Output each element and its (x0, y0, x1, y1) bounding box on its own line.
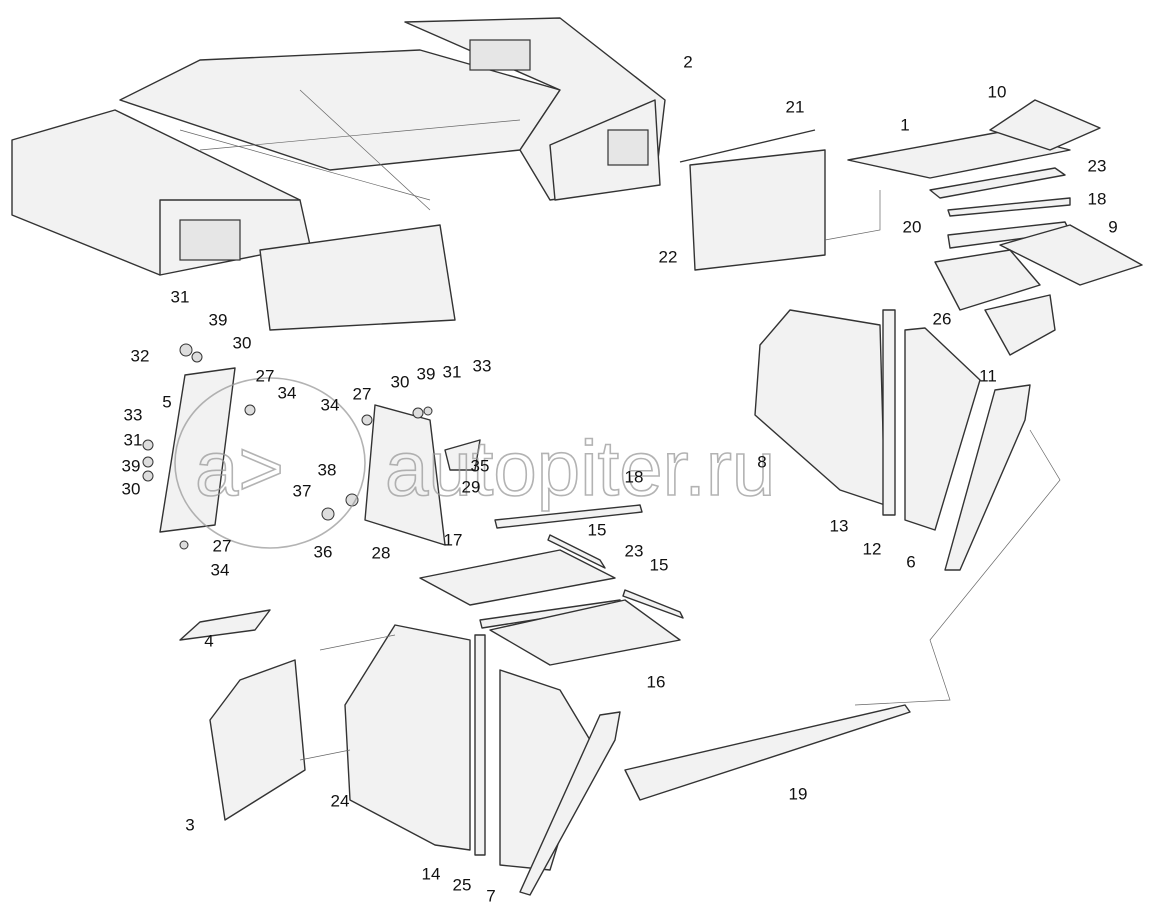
callout: 27 (213, 536, 232, 555)
callout: 8 (757, 452, 766, 471)
callout: 30 (233, 333, 252, 352)
callout: 38 (318, 460, 337, 479)
callout: 30 (391, 372, 410, 391)
part-10 (989, 99, 1101, 151)
callout: 15 (588, 520, 607, 539)
watermark: a> autopiter.ru (174, 377, 776, 549)
part-9 (999, 224, 1143, 286)
callout: 7 (486, 886, 495, 905)
part-14 (474, 634, 486, 856)
callout: 39 (209, 310, 228, 329)
callout: 29 (462, 477, 481, 496)
callout: 6 (906, 552, 915, 571)
watermark-logo: a> (195, 424, 284, 512)
part-24 (344, 624, 471, 851)
callout: 31 (443, 362, 462, 381)
callout: 30 (122, 479, 141, 498)
part-16 (489, 599, 681, 666)
callout: 39 (122, 456, 141, 475)
callout: 36 (314, 542, 333, 561)
part-4 (179, 609, 271, 641)
callout: 27 (353, 384, 372, 403)
callout: 26 (933, 309, 952, 328)
watermark-text: autopiter.ru (385, 424, 775, 512)
callout: 39 (417, 364, 436, 383)
part-3 (209, 659, 306, 821)
callout: 33 (473, 356, 492, 375)
callout: 31 (124, 430, 143, 449)
callout: 13 (830, 516, 849, 535)
callout: 5 (162, 392, 171, 411)
callout: 14 (422, 864, 441, 883)
callout: 21 (786, 97, 805, 116)
part-28 (364, 404, 446, 546)
callout: 10 (988, 82, 1007, 101)
callout: 31 (171, 287, 190, 306)
callout: 20 (903, 217, 922, 236)
callout: 34 (278, 383, 297, 402)
part-19 (624, 704, 911, 801)
callout: 19 (789, 784, 808, 803)
callout: 37 (293, 481, 312, 500)
callout-labels: 2 21 10 1 23 18 20 9 22 26 11 31 39 32 3… (122, 52, 1118, 905)
part-17 (419, 549, 616, 606)
callout: 27 (256, 366, 275, 385)
callout: 17 (444, 530, 463, 549)
callout: 33 (124, 405, 143, 424)
callout: 16 (647, 672, 666, 691)
callout: 32 (131, 346, 150, 365)
callout: 28 (372, 543, 391, 562)
part-7 (519, 711, 621, 896)
callout: 18 (625, 467, 644, 486)
callout: 4 (204, 631, 213, 650)
callout: 23 (625, 541, 644, 560)
part-11 (984, 294, 1056, 356)
part-18-lower (494, 504, 643, 529)
callout: 34 (321, 395, 340, 414)
frame-assembly (11, 17, 666, 331)
callout: 3 (185, 815, 194, 834)
part-13 (882, 309, 896, 516)
callout: 12 (863, 539, 882, 558)
part-6 (944, 384, 1031, 571)
part-22 (689, 149, 826, 271)
callout: 15 (650, 555, 669, 574)
callout: 34 (211, 560, 230, 579)
callout: 9 (1108, 217, 1117, 236)
callout: 1 (900, 115, 909, 134)
part-26 (934, 249, 1041, 311)
callout: 22 (659, 247, 678, 266)
callout: 24 (331, 791, 350, 810)
part-1 (847, 131, 1071, 179)
callout: 11 (979, 366, 997, 385)
callout: 23 (1088, 156, 1107, 175)
part-15 (547, 534, 606, 569)
part-5 (159, 367, 236, 533)
callout: 18 (1088, 189, 1107, 208)
part-12 (904, 327, 981, 531)
part-29 (444, 439, 481, 471)
callout: 25 (453, 875, 472, 894)
callout: 35 (471, 456, 490, 475)
callout: 2 (683, 52, 692, 71)
